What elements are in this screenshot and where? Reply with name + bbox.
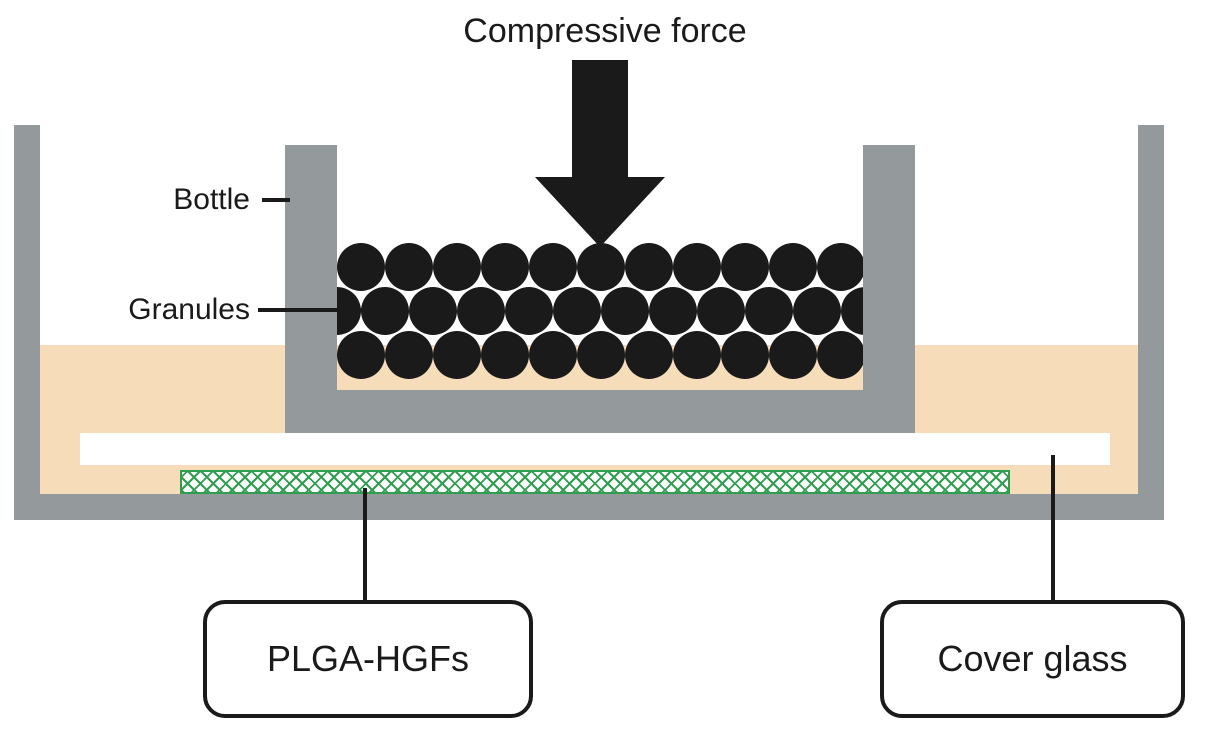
granule bbox=[721, 243, 769, 291]
granule bbox=[841, 287, 863, 335]
granule bbox=[577, 243, 625, 291]
granule bbox=[745, 287, 793, 335]
cover-glass bbox=[80, 433, 1110, 465]
granule bbox=[337, 331, 385, 379]
granule bbox=[721, 331, 769, 379]
granules-connector-line bbox=[258, 308, 373, 312]
granule bbox=[553, 287, 601, 335]
granule bbox=[817, 243, 863, 291]
granule bbox=[769, 331, 817, 379]
granule bbox=[529, 243, 577, 291]
compressive-force-label: Compressive force bbox=[463, 12, 747, 50]
granule bbox=[769, 243, 817, 291]
granule bbox=[433, 331, 481, 379]
granule bbox=[481, 243, 529, 291]
bottle-right-wall bbox=[863, 145, 915, 433]
granule bbox=[409, 287, 457, 335]
granule bbox=[457, 287, 505, 335]
granule bbox=[601, 287, 649, 335]
granule bbox=[337, 243, 385, 291]
granule bbox=[649, 287, 697, 335]
granule bbox=[793, 287, 841, 335]
granule bbox=[385, 243, 433, 291]
plga-hgfs-callout: PLGA-HGFs bbox=[203, 600, 533, 718]
granule bbox=[625, 331, 673, 379]
granule bbox=[433, 243, 481, 291]
plga-hgfs-label: PLGA-HGFs bbox=[266, 638, 470, 679]
cover-glass-callout: Cover glass bbox=[880, 600, 1185, 718]
granule bbox=[577, 331, 625, 379]
plga-hgf-mesh bbox=[180, 470, 1010, 494]
compressive-force-arrow-icon bbox=[535, 177, 665, 247]
granule bbox=[625, 243, 673, 291]
outer-dish-right-wall bbox=[1138, 125, 1164, 520]
bottle-label: Bottle bbox=[173, 183, 250, 216]
bottle-bottom bbox=[285, 390, 915, 433]
granule bbox=[673, 243, 721, 291]
compressive-force-arrow-shaft bbox=[572, 60, 628, 178]
bottle-connector-line bbox=[262, 198, 290, 202]
granule bbox=[673, 331, 721, 379]
plga-connector-line bbox=[363, 488, 367, 602]
granule bbox=[385, 331, 433, 379]
granule bbox=[817, 331, 863, 379]
granules-label: Granules bbox=[128, 293, 250, 326]
cover-glass-label: Cover glass bbox=[937, 638, 1128, 679]
outer-dish-bottom bbox=[14, 494, 1164, 520]
granules-stack bbox=[337, 243, 863, 383]
outer-dish-left-wall bbox=[14, 125, 40, 520]
bottle-left-wall bbox=[285, 145, 337, 433]
granule bbox=[481, 331, 529, 379]
granule bbox=[697, 287, 745, 335]
granule bbox=[529, 331, 577, 379]
cover-glass-connector-line bbox=[1051, 455, 1055, 602]
granule bbox=[505, 287, 553, 335]
